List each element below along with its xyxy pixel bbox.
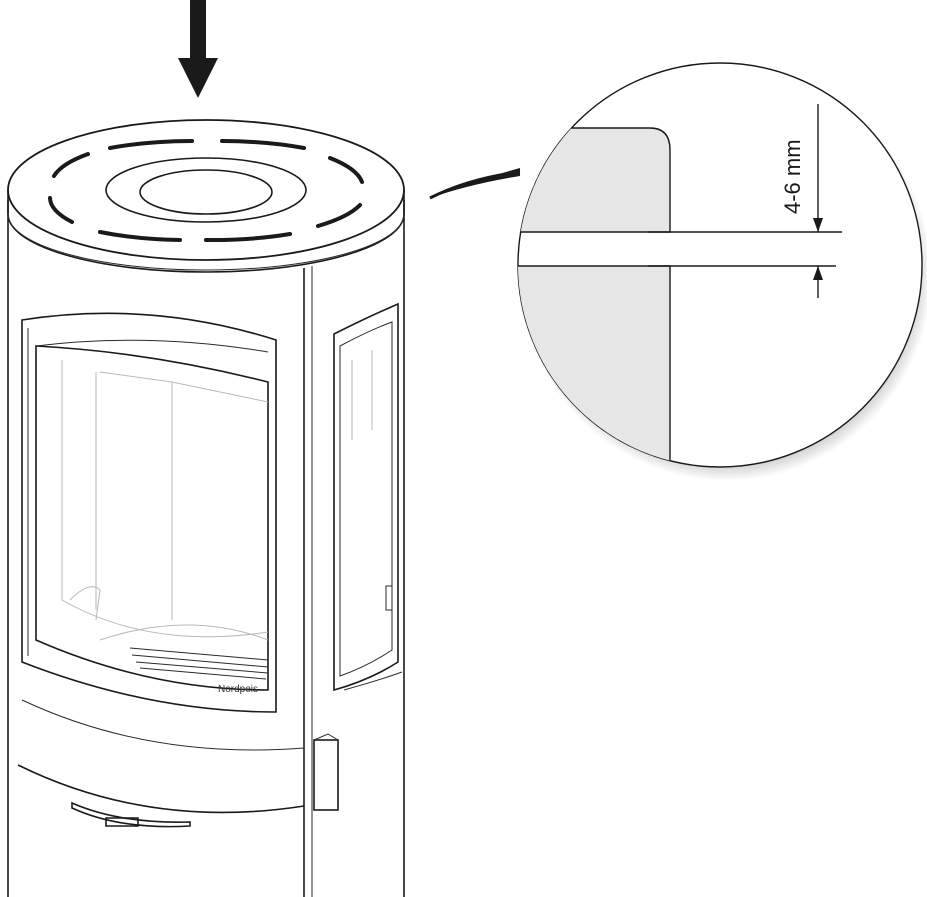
dimension-arrow-icon — [813, 266, 823, 280]
detail-body-piece — [518, 265, 671, 467]
dimension-arrow-icon — [813, 218, 823, 232]
stove-side-window — [333, 302, 399, 692]
stove-top-lid — [7, 119, 405, 273]
stove-front-door: Nordpeis — [21, 312, 277, 713]
gap-dimension: 4-6 mm — [648, 104, 842, 298]
arrow-down-icon — [178, 0, 218, 98]
stove-body: Nordpeis — [7, 119, 405, 897]
door-handle — [313, 733, 339, 811]
stove-lower-body — [17, 671, 403, 828]
door-glass-window — [35, 345, 269, 691]
lid-vent-slots — [48, 139, 364, 243]
brand-label: Nordpeis — [218, 684, 258, 695]
dimension-label: 4-6 mm — [780, 139, 805, 214]
firebox-grate — [129, 647, 269, 680]
detail-lid-piece — [518, 127, 671, 233]
detail-magnifier: 4-6 mm — [517, 62, 927, 481]
